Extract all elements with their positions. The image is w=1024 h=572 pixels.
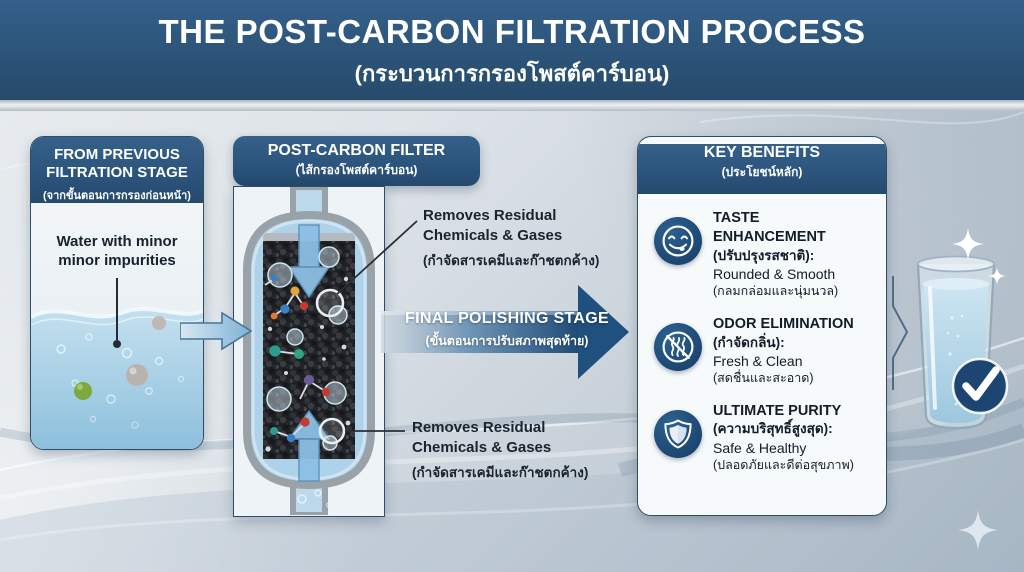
previous-stage-title: FROM PREVIOUS FILTRATION STAGE [46,146,188,182]
header-divider [0,100,1024,111]
callout-top-text: Removes Residual Chemicals & Gases [423,207,563,245]
no-odor-icon [654,322,702,371]
taste-smiley-icon [654,217,702,265]
benefit-text-purity: ULTIMATE PURITY (ความบริสุทธิ์สูงสุด): S… [713,402,854,473]
benefit-text-taste: TASTE ENHANCEMENT (ปรับปรุงรสชาติ): Roun… [713,210,839,299]
header-banner: THE POST-CARBON FILTRATION PROCESS (กระบ… [0,0,1024,100]
previous-stage-body: Water with minor minor impurities [31,203,203,449]
sparkle-bottom-icon [958,510,998,550]
key-benefits-title: KEY BENEFITS [703,144,821,161]
filter-title: POST-CARBON FILTER [267,142,446,159]
page-title: THE POST-CARBON FILTRATION PROCESS [158,13,866,50]
key-benefits-header: KEY BENEFITS (ประโยชน์หลัก) [638,144,886,194]
final-polishing-label: FINAL POLISHING STAGE (ขั้นตอนการปรับสภา… [405,310,609,348]
filter-panel [233,186,385,517]
key-benefits-panel: KEY BENEFITS (ประโยชน์หลัก) TASTE ENHANC… [637,136,887,516]
benefit-row-taste: TASTE ENHANCEMENT (ปรับปรุงรสชาติ): Roun… [654,209,876,300]
inlet-arrow [180,311,253,351]
benefit-row-odor: ODOR ELIMINATION (กำจัดกลิ่น): Fresh & C… [654,315,876,387]
callout-bottom: Removes Residual Chemicals & Gases (กำจั… [412,418,622,483]
previous-stage-title-th: (จากขั้นตอนการกรองก่อนหน้า) [43,189,191,202]
purity-shield-icon [654,409,702,458]
callout-bottom-text-th: (กำจัดสารเคมีและก๊าชตกค้าง) [412,464,589,480]
callout-top-text-th: (กำจัดสารเคมีและก๊าชตกค้าง) [423,252,600,268]
previous-stage-panel: FROM PREVIOUS FILTRATION STAGE (จากขั้นต… [30,136,204,450]
water-illustration [31,307,203,449]
page-subtitle-th: (กระบวนการกรองโพสต์คาร์บอน) [354,61,670,86]
key-benefits-title-th: (ประโยชน์หลัก) [721,165,803,179]
callout-top: Removes Residual Chemicals & Gases (กำจั… [423,206,623,271]
filter-header: POST-CARBON FILTER (ไส้กรองโพสต์คาร์บอน) [233,136,480,186]
benefit-row-purity: ULTIMATE PURITY (ความบริสุทธิ์สูงสุด): S… [654,402,876,474]
previous-stage-header: FROM PREVIOUS FILTRATION STAGE (จากขั้นต… [31,137,203,203]
filter-cartridge-illustration [243,187,375,515]
water-impurities-label: Water with minor minor impurities [56,233,178,269]
checkmark-badge [951,357,1009,415]
filter-title-th: (ไส้กรองโพสต์คาร์บอน) [295,163,418,177]
benefit-text-odor: ODOR ELIMINATION (กำจัดกลิ่น): Fresh & C… [713,315,854,386]
callout-bottom-text: Removes Residual Chemicals & Gases [412,419,552,457]
flow-chevron-decor [892,276,909,390]
clean-water-glass [892,228,1009,430]
